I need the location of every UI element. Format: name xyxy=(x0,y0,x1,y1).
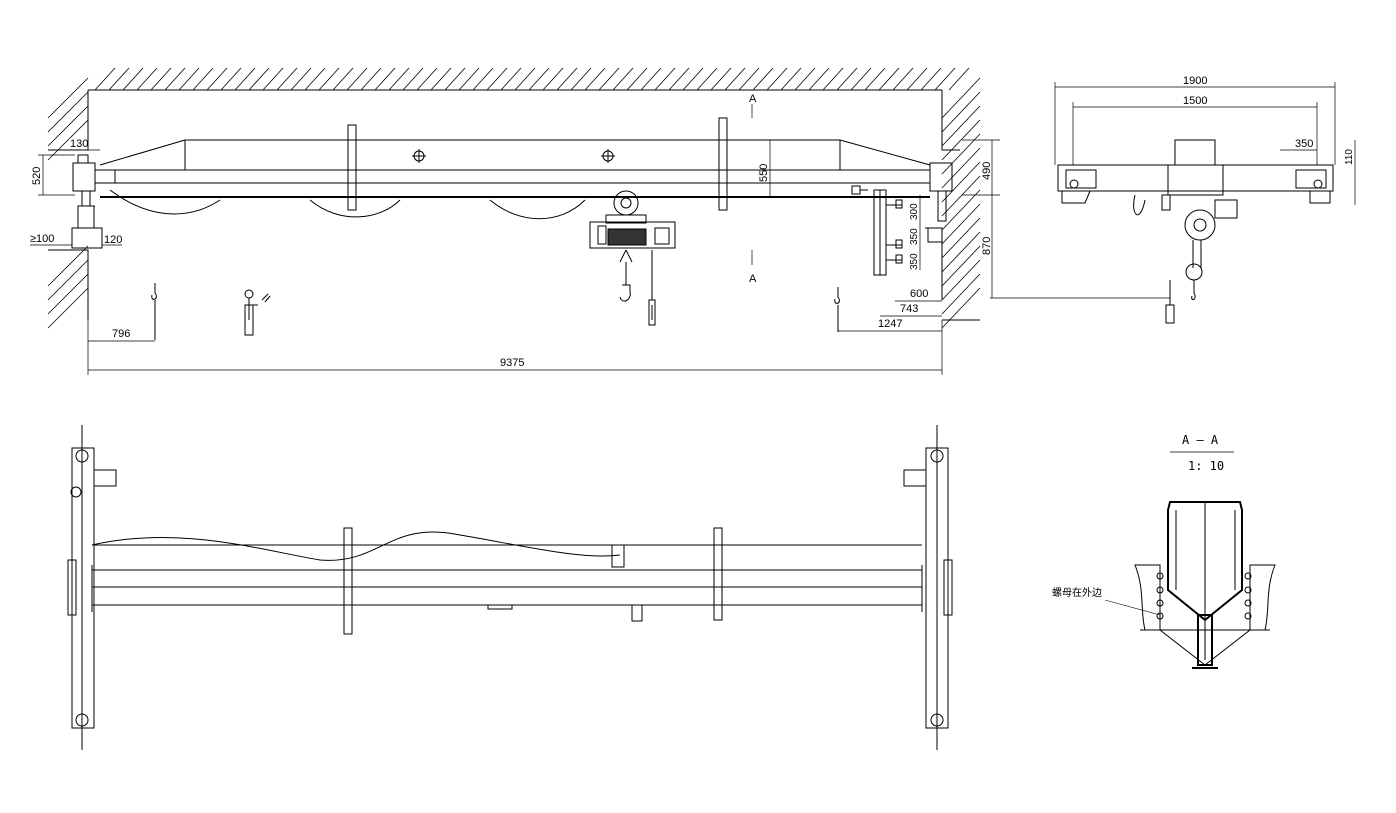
section-marker-top: A xyxy=(749,93,757,105)
girder-left-taper xyxy=(99,139,186,166)
box-girder-section xyxy=(1167,501,1243,622)
dim-1500: 1500 xyxy=(1183,95,1207,107)
dim-300: 300 xyxy=(909,203,920,220)
break-line-right xyxy=(718,117,728,211)
break-line-left xyxy=(347,124,357,211)
dim-743: 743 xyxy=(900,303,918,315)
dim-796: 796 xyxy=(112,328,130,340)
elevation-view: A A 9375 796 1247 743 600 130 520 ≥100 1… xyxy=(30,67,1170,375)
section-bolts xyxy=(1156,572,1252,620)
left-end-motor xyxy=(94,169,116,184)
section-marker-bottom: A xyxy=(749,273,757,285)
dim-120: 120 xyxy=(104,234,122,246)
dim-span: 9375 xyxy=(500,357,524,369)
girder-section xyxy=(1174,139,1216,166)
ceiling-hatch xyxy=(94,67,970,91)
girder-right-taper xyxy=(839,139,931,166)
right-wall-hatch xyxy=(941,77,981,329)
left-wall-lower xyxy=(48,249,89,320)
right-wall-outline xyxy=(941,90,960,151)
dim-130: 130 xyxy=(70,138,88,150)
dim-350b: 350 xyxy=(909,253,920,270)
side-view: 1900 1500 350 110 xyxy=(1054,75,1356,324)
dim-550: 550 xyxy=(758,164,770,182)
left-end-carriage xyxy=(72,162,96,192)
dim-350-side: 350 xyxy=(1295,138,1313,150)
festoon-cable xyxy=(109,189,586,220)
section-title: A — A xyxy=(1182,433,1219,447)
section-note: 螺母在外边 xyxy=(1052,587,1102,599)
dim-520: 520 xyxy=(31,167,43,185)
dim-490: 490 xyxy=(981,162,993,180)
operator-figure-icon xyxy=(244,289,271,336)
right-end-truck xyxy=(925,447,949,729)
dim-600: 600 xyxy=(910,288,928,300)
section-scale: 1: 10 xyxy=(1188,459,1224,473)
dim-100: ≥100 xyxy=(30,233,54,245)
dim-1900: 1900 xyxy=(1183,75,1207,87)
dim-110: 110 xyxy=(1344,149,1355,165)
plan-view xyxy=(67,425,953,750)
left-hook-icon xyxy=(151,283,157,300)
right-hook-icon xyxy=(834,287,840,304)
dim-870: 870 xyxy=(981,237,993,255)
electric-hoist xyxy=(589,190,676,326)
left-wall-hatch xyxy=(47,77,89,329)
end-beam xyxy=(1057,164,1334,192)
dim-350a: 350 xyxy=(909,228,920,245)
section-view: A — A 1: 10 螺母在外边 xyxy=(1052,433,1276,669)
plan-cable xyxy=(91,531,621,561)
dim-1247: 1247 xyxy=(878,318,902,330)
left-end-truck xyxy=(71,447,95,729)
